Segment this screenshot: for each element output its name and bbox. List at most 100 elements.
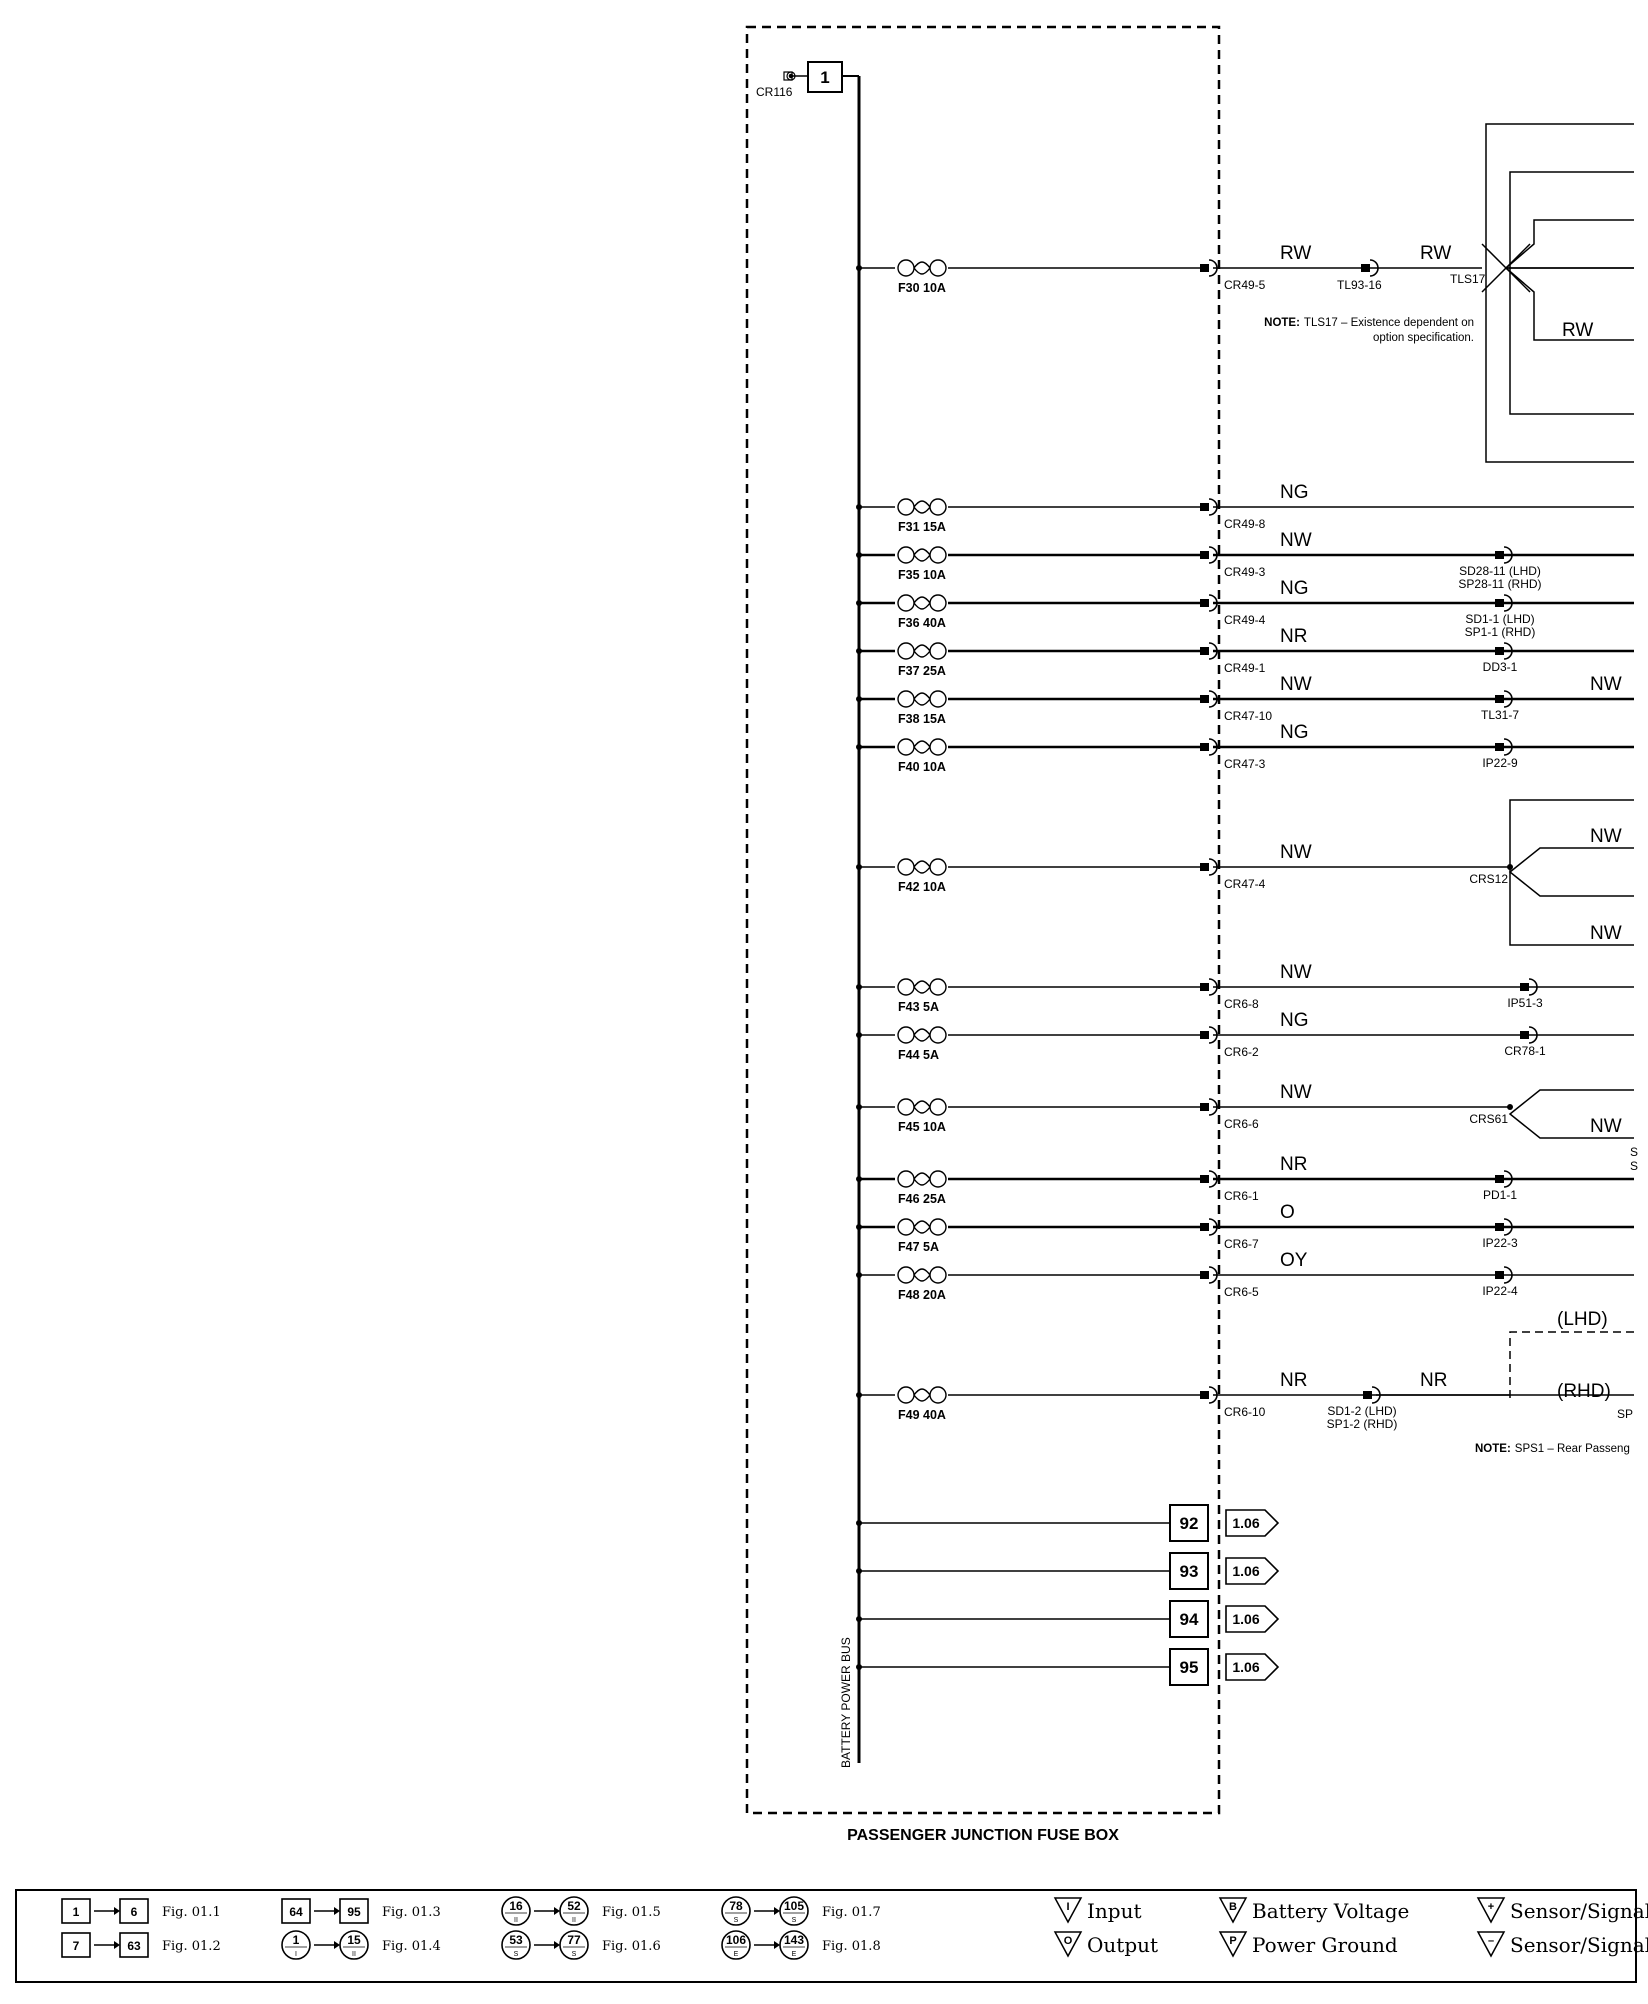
dest-label: DD3-1 xyxy=(1483,660,1518,674)
sps-cut-label: SP xyxy=(1617,1407,1633,1421)
pin-label: CR49-3 xyxy=(1224,565,1266,579)
legend-sub: E xyxy=(792,1951,797,1958)
legend-fig-ref: Fig. 01.4 xyxy=(382,1939,441,1954)
wire-color-label: NR xyxy=(1280,1370,1307,1391)
fuse-icon xyxy=(897,259,947,277)
pin-label: CR6-2 xyxy=(1224,1045,1259,1059)
legend-key-label: Input xyxy=(1087,1899,1142,1923)
legend-from: 16 xyxy=(509,1899,523,1913)
dest-label: SD1-2 (LHD) xyxy=(1327,1404,1396,1418)
legend-sub: E xyxy=(734,1951,739,1958)
fuse-icon xyxy=(897,642,947,660)
dest-connector xyxy=(1520,1026,1538,1044)
dest-connector xyxy=(1495,690,1513,708)
dest-connector xyxy=(1495,642,1513,660)
pin-label: CR49-5 xyxy=(1224,278,1266,292)
tls17-note-line1: TLS17 – Existence dependent on xyxy=(1304,317,1474,329)
fuse-icon xyxy=(897,498,947,516)
sps1-note: SPS1 – Rear Passeng xyxy=(1515,1443,1630,1455)
fuse-rating-label: F31 15A xyxy=(898,520,946,534)
legend-fig-ref: Fig. 01.6 xyxy=(602,1939,661,1954)
pin-label: CR6-6 xyxy=(1224,1117,1259,1131)
pin-label: CR49-8 xyxy=(1224,517,1266,531)
legend-to: 15 xyxy=(347,1933,361,1947)
legend-from: 78 xyxy=(729,1899,743,1913)
wire-color-label: NR xyxy=(1280,626,1307,647)
splice-dot xyxy=(1507,1104,1513,1110)
legend-fig-ref: Fig. 01.8 xyxy=(822,1939,881,1954)
output-box-number: 95 xyxy=(1180,1658,1199,1677)
dest-connector xyxy=(1495,1170,1513,1188)
s-fragment-2: S xyxy=(1630,1159,1638,1173)
pin-label: CR6-10 xyxy=(1224,1405,1266,1419)
pin-label: CR6-5 xyxy=(1224,1285,1259,1299)
dest-connector xyxy=(1495,1266,1513,1284)
legend-key-label: Battery Voltage xyxy=(1252,1899,1409,1923)
supply-box-number: 1 xyxy=(820,68,829,87)
splice-label: CRS12 xyxy=(1469,872,1508,886)
supply-box-1 xyxy=(807,61,843,93)
legend-key-entry: –Sensor/Signal xyxy=(1476,1931,1648,1958)
fuse-rating-label: F43 5A xyxy=(898,1000,939,1014)
output-fig-ref: 1.06 xyxy=(1232,1611,1259,1627)
fuse-rating-label: F46 25A xyxy=(898,1192,946,1206)
output-fig-ref: 1.06 xyxy=(1232,1563,1259,1579)
wire-color-label: NG xyxy=(1280,1010,1309,1031)
legend-to: 105 xyxy=(784,1899,804,1913)
legend-key-symbol: O xyxy=(1064,1935,1073,1947)
tl93-connector xyxy=(1361,259,1379,277)
fuse-icon xyxy=(897,690,947,708)
dest-connector xyxy=(1495,594,1513,612)
fuse-icon xyxy=(897,1098,947,1116)
lhd-label: (LHD) xyxy=(1557,1309,1608,1330)
dest-connector xyxy=(1520,978,1538,996)
arrow-right-icon xyxy=(114,1941,120,1949)
legend-fig-ref: Fig. 01.3 xyxy=(382,1905,441,1920)
tls17-note: NOTE:TLS17 – Existence dependent on opti… xyxy=(1264,317,1474,344)
fuse-icon xyxy=(897,1026,947,1044)
triangle-icon xyxy=(1218,1897,1248,1924)
legend-from: 106 xyxy=(726,1933,746,1947)
fuse-icon xyxy=(897,1170,947,1188)
fuse-rating-label: F36 40A xyxy=(898,616,946,630)
dest-label: SD1-1 (LHD) xyxy=(1465,612,1534,626)
output-box-number: 93 xyxy=(1180,1562,1199,1581)
fuse-rating-label: F38 15A xyxy=(898,712,946,726)
dest-label-2: SP28-11 (RHD) xyxy=(1458,577,1541,591)
output-fig-ref: 1.06 xyxy=(1232,1515,1259,1531)
fuse-icon xyxy=(897,858,947,876)
supply-connector-label: CR116 xyxy=(756,85,793,99)
dest-label: TL31-7 xyxy=(1481,708,1519,722)
output-box-number: 92 xyxy=(1180,1514,1199,1533)
arrow-right-icon xyxy=(114,1907,120,1915)
legend-frame xyxy=(15,1889,1637,1983)
legend-to: 63 xyxy=(127,1939,141,1953)
sps1-note-bold: NOTE: xyxy=(1475,1443,1511,1455)
svg-text:NOTE:TLS17 – Existence depende: NOTE:TLS17 – Existence dependent on xyxy=(1264,317,1474,329)
arrow-right-icon xyxy=(554,1941,560,1949)
legend-key-symbol: + xyxy=(1488,1901,1494,1913)
wire-color-label: NG xyxy=(1280,722,1309,743)
legend-fig-ref: Fig. 01.1 xyxy=(162,1905,221,1920)
arrow-right-icon xyxy=(774,1907,780,1915)
crs61-wire: NW xyxy=(1590,1116,1622,1137)
legend-key-label: Sensor/Signal xyxy=(1510,1899,1648,1923)
bus-label: BATTERY POWER BUS xyxy=(839,1637,853,1768)
wire-color-label: NG xyxy=(1280,578,1309,599)
fuse-rating-label: F47 5A xyxy=(898,1240,939,1254)
tls17-branch-wire: RW xyxy=(1562,320,1593,341)
lhd-rhd-branch xyxy=(1509,1331,1634,1403)
splice-label: CRS61 xyxy=(1469,1112,1508,1126)
